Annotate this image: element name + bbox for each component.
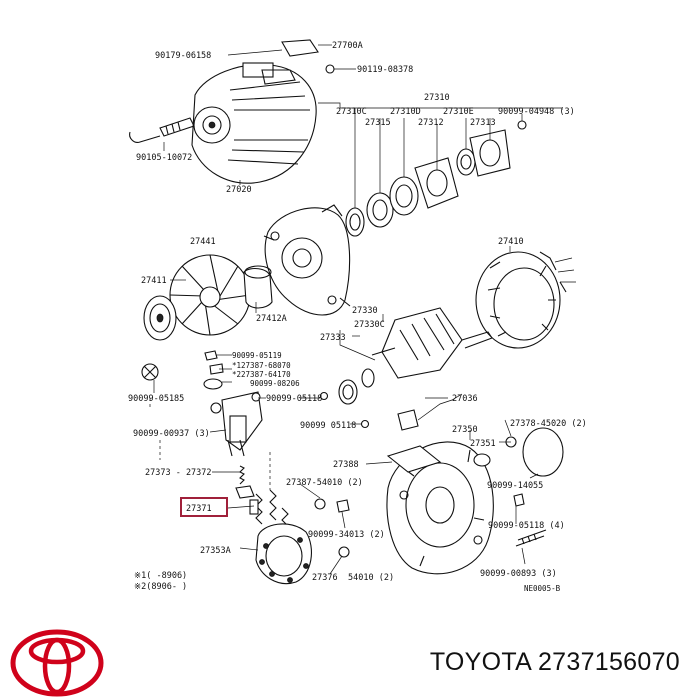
label-27330C: 27330C bbox=[354, 320, 385, 330]
label-27310: 27310 bbox=[424, 93, 450, 103]
stator-drawing bbox=[475, 251, 576, 349]
regulator-parts-drawing bbox=[141, 350, 263, 499]
label-27376: 27376 bbox=[312, 573, 338, 583]
label-27312: 27312 bbox=[418, 118, 444, 128]
label-127387-68070: *127387-68070 bbox=[232, 361, 291, 370]
toyota-logo-icon bbox=[10, 629, 104, 697]
label-90179-06158: 90179-06158 bbox=[155, 51, 211, 61]
rear-frame-drawing bbox=[386, 393, 494, 575]
drive-end-frame-drawing bbox=[263, 204, 351, 316]
alternator-assembly-drawing bbox=[129, 39, 335, 184]
label-27330: 27330 bbox=[352, 306, 378, 316]
label-90099-05119: 90099-05119 bbox=[232, 351, 282, 360]
label-90099-34013: 90099-34013 (2) bbox=[308, 530, 385, 540]
brand-part-number: TOYOTA 2737156070 bbox=[429, 648, 680, 676]
label-27410: 27410 bbox=[498, 237, 524, 247]
label-90099-04948: 90099-04948 (3) bbox=[498, 107, 575, 117]
leader-lines bbox=[149, 44, 563, 575]
highlight-box-27371 bbox=[180, 497, 228, 517]
label-90099-05118-b: 90099 05118 bbox=[300, 421, 356, 431]
bearing-stack-drawing bbox=[345, 120, 527, 237]
label-227387-64170: *227387-64170 bbox=[232, 370, 291, 379]
label-27388: 27388 bbox=[333, 460, 359, 470]
label-90099-05185: 90099-05185 bbox=[128, 394, 184, 404]
label-27373-27372: 27373 - 27372 bbox=[145, 468, 212, 478]
part-labels: 27700A 90179-06158 90119-08378 27310 273… bbox=[128, 41, 587, 593]
label-27412A: 27412A bbox=[256, 314, 287, 324]
label-54010: 54010 (2) bbox=[348, 573, 394, 583]
label-90099-05118-a: 90099-05118 bbox=[266, 394, 322, 404]
label-90099-00937: 90099-00937 (3) bbox=[133, 429, 210, 439]
label-90119-08378: 90119-08378 bbox=[357, 65, 413, 75]
label-27313: 27313 bbox=[470, 118, 496, 128]
label-27700A: 27700A bbox=[332, 41, 363, 51]
label-90099-14055: 90099-14055 bbox=[487, 481, 543, 491]
label-27020: 27020 bbox=[226, 185, 252, 195]
fan-pulley-drawing bbox=[143, 254, 273, 341]
label-27310E: 27310E bbox=[443, 107, 474, 117]
label-27371: 27371 bbox=[186, 504, 212, 514]
small-parts-right-drawing bbox=[314, 391, 564, 558]
label-27350: 27350 bbox=[452, 425, 478, 435]
label-27351: 27351 bbox=[470, 439, 496, 449]
label-27387-54010: 27387-54010 (2) bbox=[286, 478, 363, 488]
footnote-2: ※2(8906- ) bbox=[134, 582, 187, 592]
label-27310D: 27310D bbox=[390, 107, 421, 117]
diagram-reference-code: NE0005-B bbox=[524, 584, 561, 593]
label-90099-05118-c: 90099-05118 (4) bbox=[488, 521, 565, 531]
footnote-1: ※1( -8906) bbox=[134, 571, 187, 581]
label-90105-10072: 90105-10072 bbox=[136, 153, 192, 163]
label-27333: 27333 bbox=[320, 333, 346, 343]
label-27411: 27411 bbox=[141, 276, 167, 286]
rear-plate-drawing bbox=[255, 523, 312, 584]
label-27315: 27315 bbox=[365, 118, 391, 128]
label-27378-45020: 27378-45020 (2) bbox=[510, 419, 587, 429]
label-27441: 27441 bbox=[190, 237, 216, 247]
label-27353A: 27353A bbox=[200, 546, 231, 556]
label-90099-00893: 90099-00893 (3) bbox=[480, 569, 557, 579]
brush-parts-drawing bbox=[249, 489, 289, 527]
rotor-drawing bbox=[338, 307, 493, 405]
label-90099-08206: 90099-08206 bbox=[250, 379, 300, 388]
label-27036: 27036 bbox=[452, 394, 478, 404]
label-27310C: 27310C bbox=[336, 107, 367, 117]
